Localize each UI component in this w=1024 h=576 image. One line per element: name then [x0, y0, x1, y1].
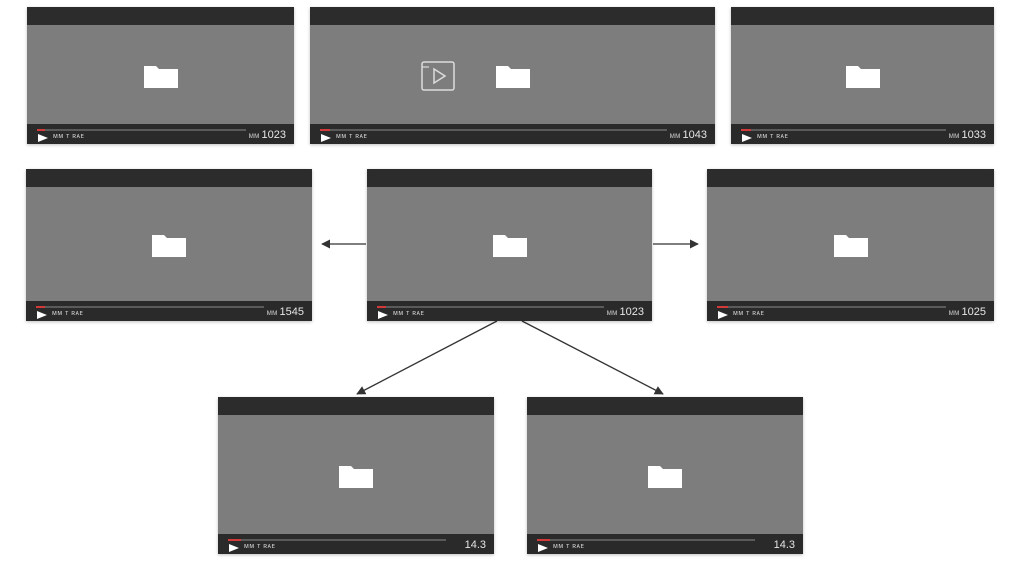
time-value: 1033 [961, 129, 986, 141]
progress-fill [36, 306, 46, 308]
time-prefix: ᴍᴍ [606, 308, 618, 317]
video-player-8[interactable]: ᴍᴍ ᴛ ʀᴀᴇ 14.3 [527, 397, 803, 554]
progress-fill [741, 129, 752, 131]
play-icon[interactable] [718, 311, 728, 319]
caption-text: ᴍᴍ ᴛ ʀᴀᴇ [553, 543, 585, 550]
progress-fill [320, 129, 331, 131]
title-bar [731, 7, 994, 25]
time-value: 1025 [961, 306, 986, 318]
play-icon[interactable] [538, 544, 548, 552]
time-value: 1023 [261, 129, 286, 141]
caption-text: ᴍᴍ ᴛ ʀᴀᴇ [757, 133, 789, 140]
timestamp: 14.3 [772, 539, 795, 551]
caption-text: ᴍᴍ ᴛ ʀᴀᴇ [53, 133, 85, 140]
player-controls: ᴍᴍ ᴛ ʀᴀᴇ 14.3 [527, 534, 803, 554]
progress-bar[interactable] [717, 306, 946, 308]
progress-fill [717, 306, 729, 308]
folder-icon[interactable] [845, 63, 881, 89]
timestamp: 14.3 [463, 539, 486, 551]
folder-icon[interactable] [492, 232, 528, 258]
progress-fill [37, 129, 46, 131]
title-bar [527, 397, 803, 415]
progress-fill [537, 539, 551, 541]
video-play-icon[interactable] [421, 60, 455, 91]
title-bar [218, 397, 494, 415]
arrow-to-bottom-right-player [521, 320, 664, 395]
progress-fill [377, 306, 387, 308]
play-icon[interactable] [229, 544, 239, 552]
time-prefix: ᴍᴍ [948, 131, 960, 140]
caption-text: ᴍᴍ ᴛ ʀᴀᴇ [244, 543, 276, 550]
play-icon[interactable] [38, 134, 48, 142]
time-value: 14.3 [773, 539, 795, 551]
time-prefix: ᴍᴍ [669, 131, 681, 140]
title-bar [367, 169, 652, 187]
arrow-to-bottom-left-player [356, 320, 498, 395]
play-icon[interactable] [742, 134, 752, 142]
progress-bar[interactable] [320, 129, 667, 131]
folder-icon[interactable] [495, 63, 531, 89]
folder-icon[interactable] [151, 232, 187, 258]
time-value: 1545 [279, 306, 304, 318]
time-value: 14.3 [464, 539, 486, 551]
play-icon[interactable] [37, 311, 47, 319]
progress-bar[interactable] [377, 306, 604, 308]
title-bar [26, 169, 312, 187]
folder-icon[interactable] [143, 63, 179, 89]
progress-bar[interactable] [537, 539, 755, 541]
play-icon[interactable] [321, 134, 331, 142]
play-icon[interactable] [378, 311, 388, 319]
progress-bar[interactable] [741, 129, 946, 131]
progress-bar[interactable] [37, 129, 246, 131]
title-bar [310, 7, 715, 25]
time-value: 1023 [619, 306, 644, 318]
time-prefix: ᴍᴍ [266, 308, 278, 317]
folder-icon[interactable] [338, 463, 374, 489]
progress-bar[interactable] [36, 306, 264, 308]
title-bar [707, 169, 994, 187]
time-prefix: ᴍᴍ [248, 131, 260, 140]
progress-fill [228, 539, 242, 541]
caption-text: ᴍᴍ ᴛ ʀᴀᴇ [336, 133, 368, 140]
title-bar [27, 7, 294, 25]
time-prefix: ᴍᴍ [948, 308, 960, 317]
folder-icon[interactable] [647, 463, 683, 489]
caption-text: ᴍᴍ ᴛ ʀᴀᴇ [733, 310, 765, 317]
player-controls: ᴍᴍ ᴛ ʀᴀᴇ 14.3 [218, 534, 494, 554]
caption-text: ᴍᴍ ᴛ ʀᴀᴇ [52, 310, 84, 317]
progress-bar[interactable] [228, 539, 446, 541]
folder-icon[interactable] [833, 232, 869, 258]
video-player-7[interactable]: ᴍᴍ ᴛ ʀᴀᴇ 14.3 [218, 397, 494, 554]
caption-text: ᴍᴍ ᴛ ʀᴀᴇ [393, 310, 425, 317]
time-value: 1043 [682, 129, 707, 141]
